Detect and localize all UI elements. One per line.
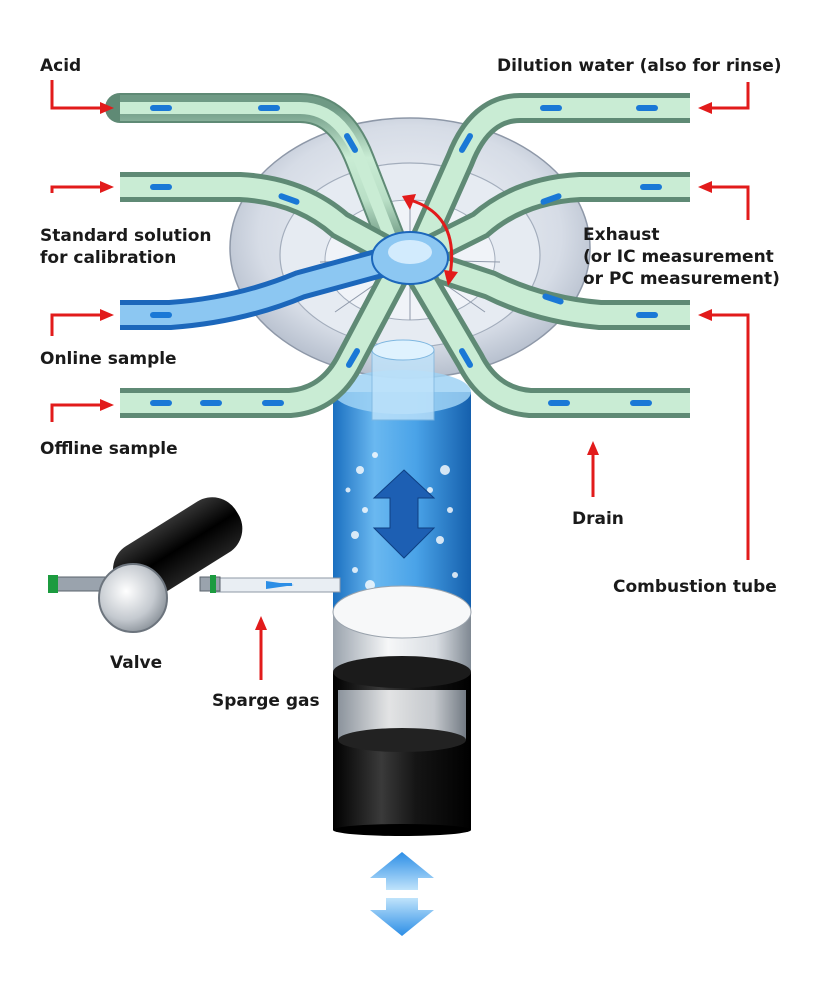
- label-combustion-tube: Combustion tube: [613, 577, 777, 597]
- label-valve: Valve: [110, 653, 163, 673]
- label-sparge-gas: Sparge gas: [212, 691, 320, 711]
- label-standard-solution-1: Standard solution: [40, 226, 212, 246]
- down-arrow-icon: [370, 898, 434, 936]
- label-exhaust-2: (or IC measurement: [583, 247, 774, 267]
- label-exhaust-1: Exhaust: [583, 225, 660, 245]
- pointer-arrowheads: [100, 102, 712, 630]
- label-exhaust-3: or PC measurement): [583, 269, 780, 289]
- label-acid: Acid: [40, 56, 82, 76]
- label-dilution-water: Dilution water (also for rinse): [497, 56, 782, 76]
- pointer-arrows: [50, 80, 750, 680]
- label-offline-sample: Offline sample: [40, 439, 178, 459]
- rotation-arrow-icon: [402, 194, 458, 286]
- label-standard-solution-2: for calibration: [40, 248, 177, 268]
- label-online-sample: Online sample: [40, 349, 177, 369]
- label-drain: Drain: [572, 509, 624, 529]
- flow-markers: [150, 105, 662, 406]
- valve-hub: [371, 231, 449, 285]
- sparge-gas-line: [214, 577, 341, 593]
- up-arrow-icon: [370, 852, 434, 890]
- plunger-motion-arrow: [372, 469, 436, 559]
- valve-icon: [48, 497, 243, 633]
- piston-icon: [332, 585, 472, 836]
